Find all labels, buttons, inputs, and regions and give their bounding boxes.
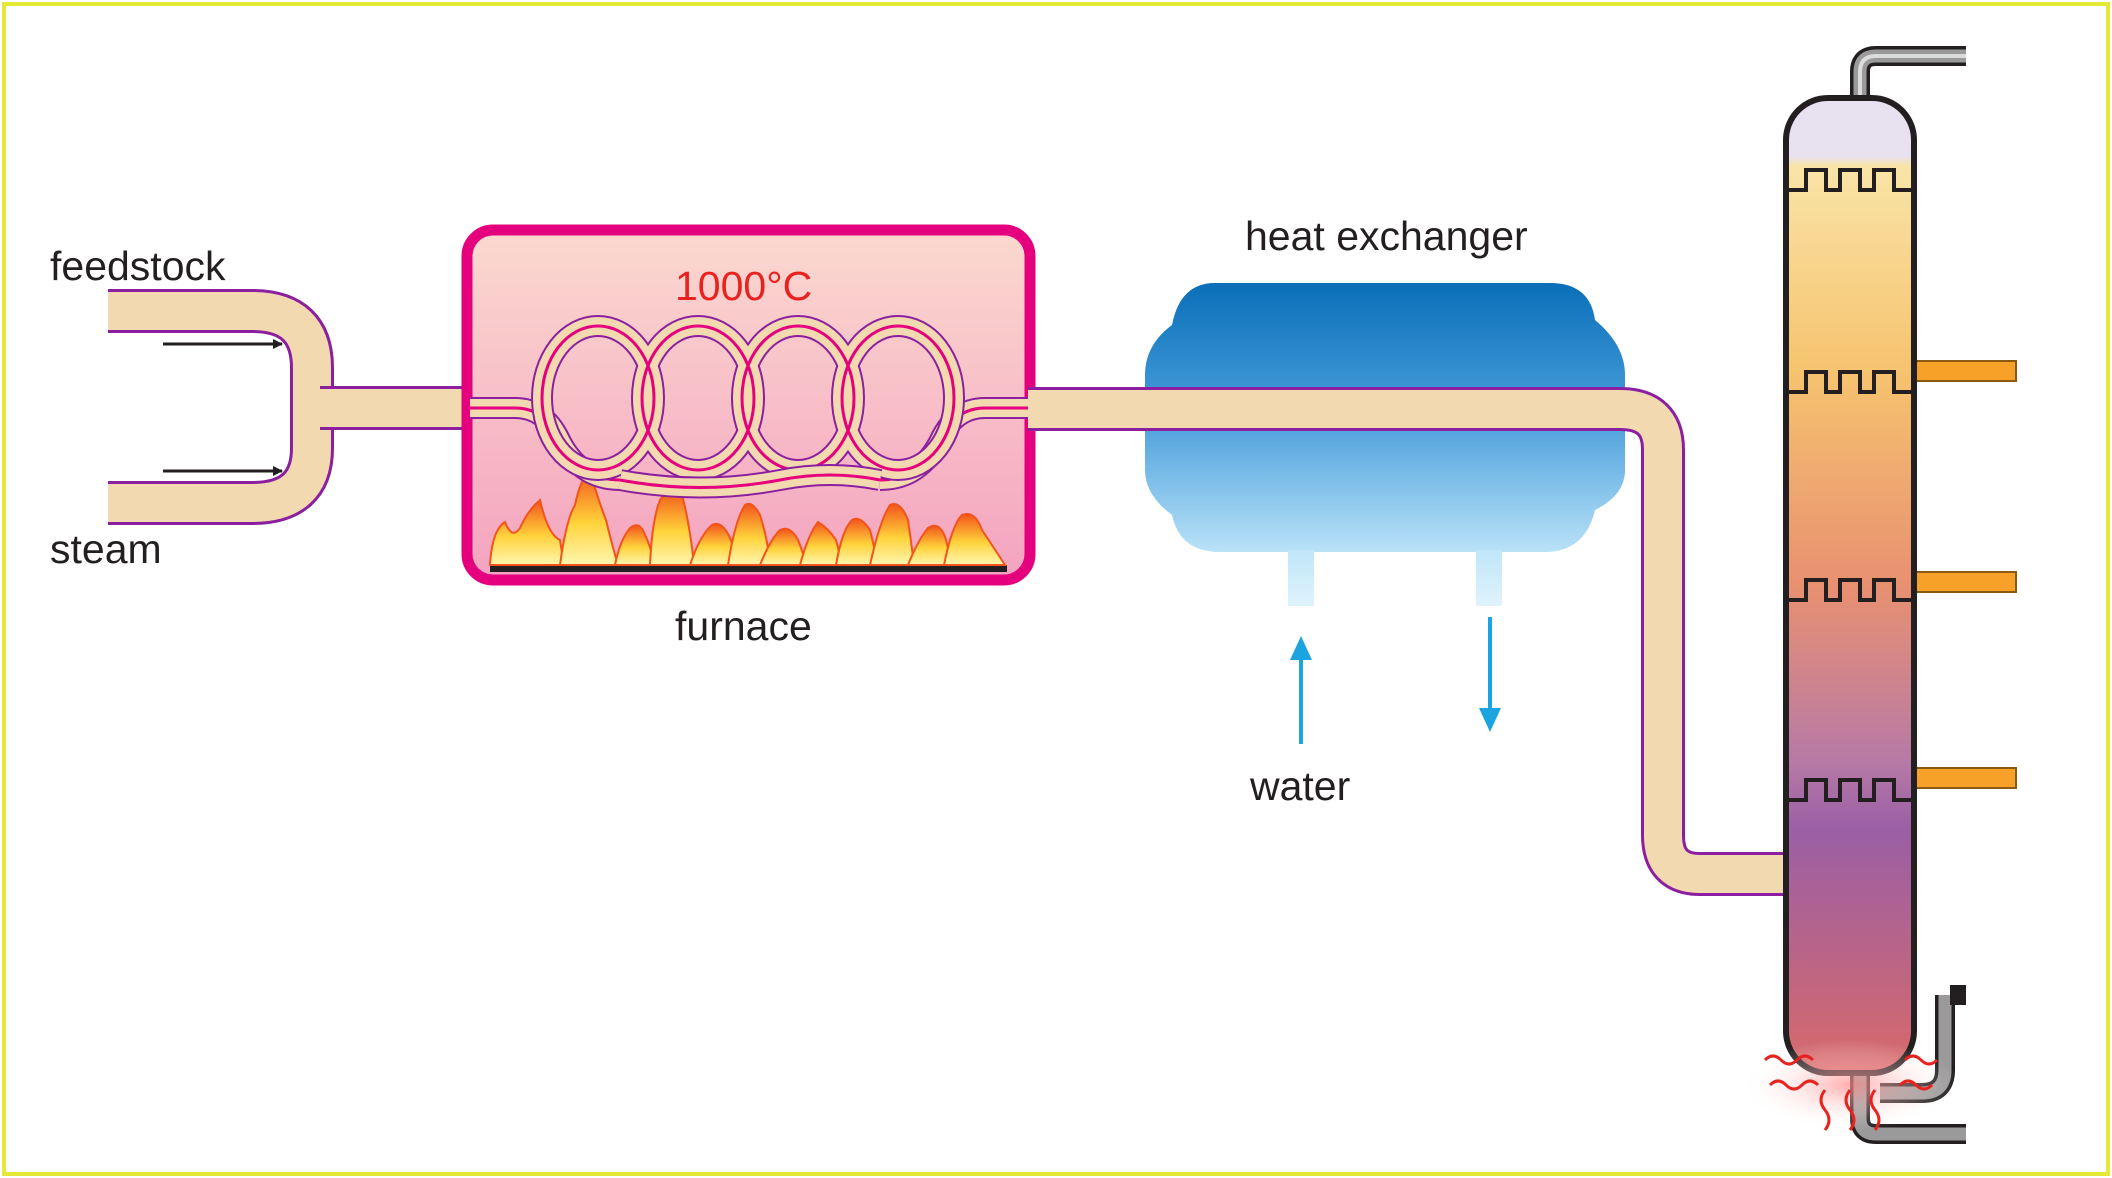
side-outlet-3 [1911,767,2017,789]
fractionating-column [1740,46,2017,1144]
water-label: water [1249,763,1350,809]
heat-glow [1740,1040,1960,1130]
heat-exchanger-label: heat exchanger [1245,213,1528,259]
furnace-coil [470,315,1030,499]
water-out-arrow [1479,617,1501,732]
feedstock-label: feedstock [50,243,226,289]
water-outlet-stub [1476,550,1502,606]
temperature-label: 1000°C [675,263,812,309]
side-outlet-1 [1911,360,2017,382]
column-trays [1789,168,1911,802]
heat-exchanger [1145,283,1625,606]
input-fork-pipes [108,289,470,525]
furnace [461,224,1036,586]
heat-squiggles [1763,1054,1939,1131]
water-in-arrow [1290,636,1312,744]
flames [488,468,1007,566]
transfer-pipe [1028,387,1792,896]
burner-bar [490,565,1007,572]
steam-label: steam [50,526,162,572]
side-outlet-2 [1911,571,2017,593]
water-inlet-stub [1288,550,1314,606]
furnace-label: furnace [675,603,812,649]
